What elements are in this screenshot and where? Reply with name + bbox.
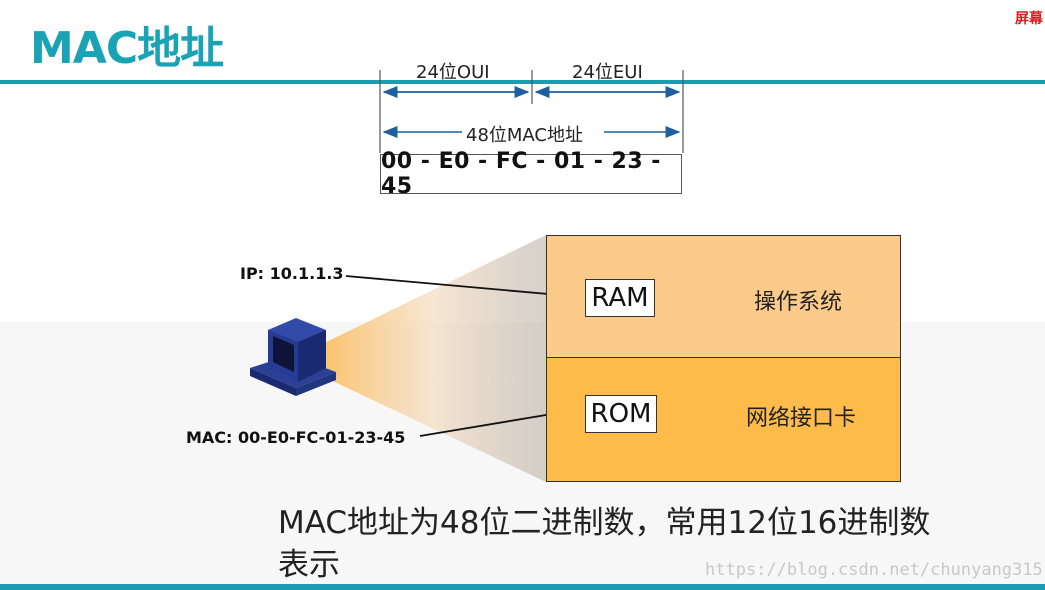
light-beam — [320, 235, 546, 482]
total-length-label: 48位MAC地址 — [466, 125, 583, 146]
rom-chip: ROM — [585, 395, 657, 433]
mac-address-box: 00 - E0 - FC - 01 - 23 - 45 — [380, 149, 682, 199]
eui-label: 24位EUI — [572, 62, 643, 83]
watermark: https://blog.csdn.net/chunyang315 — [705, 560, 1043, 580]
footer-rule — [0, 584, 1045, 590]
computer-icon — [250, 318, 336, 396]
ip-address-label: IP: 10.1.1.3 — [240, 264, 344, 283]
oui-label: 24位OUI — [416, 62, 490, 83]
mac-address-label: MAC: 00-E0-FC-01-23-45 — [186, 428, 406, 447]
rom-description: 网络接口卡 — [746, 406, 857, 431]
corner-tag: 屏幕 — [1015, 11, 1043, 27]
ram-chip: RAM — [585, 279, 655, 317]
span-arrows — [382, 86, 681, 138]
page-title: MAC地址 — [30, 23, 224, 74]
header-divider — [0, 80, 1045, 84]
oui-eui-ticks — [379, 70, 684, 153]
ip-pointer-arrow — [345, 275, 584, 304]
ram-description: 操作系统 — [754, 290, 843, 315]
caption-text: MAC地址为48位二进制数，常用12位16进制数表示 — [278, 505, 931, 583]
